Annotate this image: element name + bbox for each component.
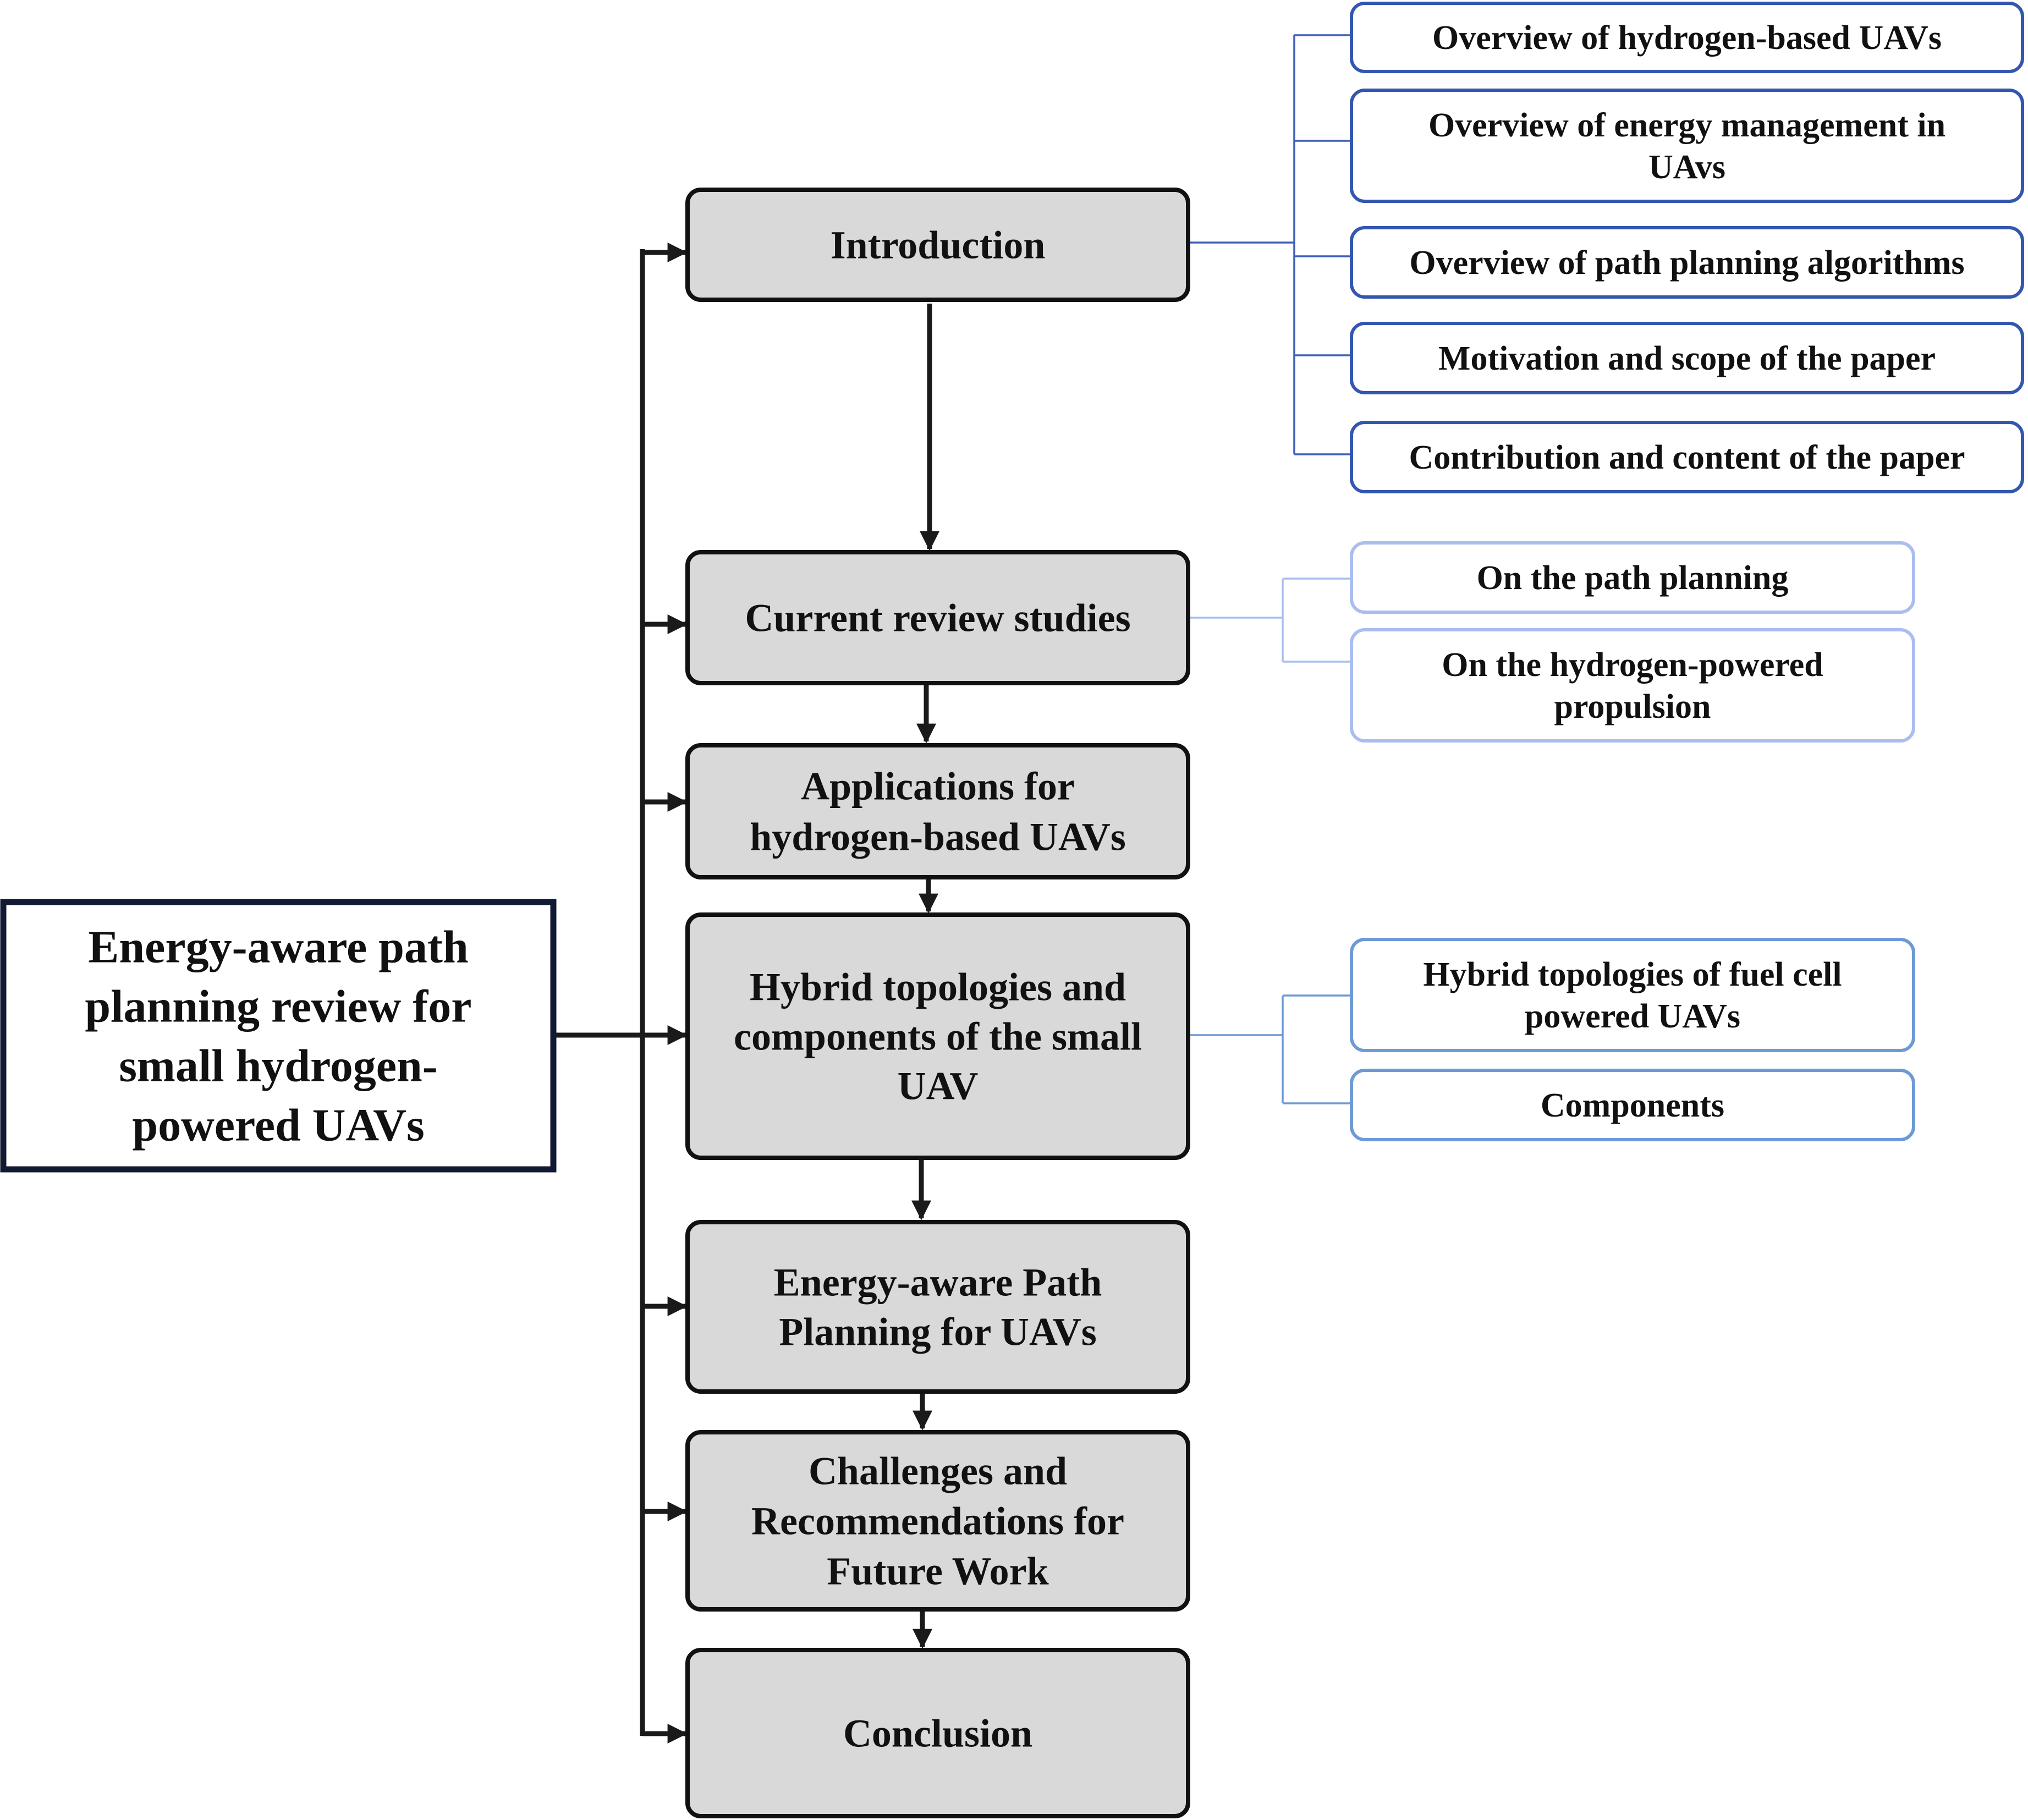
section-hybrid-topologies-label-line-1: Hybrid topologies and [750, 965, 1126, 1009]
section-current-review-studies-box [685, 550, 1190, 685]
intro-subsection-1: Overview of hydrogen-based UAVs [1350, 2, 2024, 73]
section-current-review-studies: Current review studies [685, 550, 1190, 685]
hybrid-subsection-1-box [1350, 938, 1915, 1052]
section-hybrid-topologies-box [685, 912, 1190, 1160]
hybrid-subsection-2: Components [1350, 1069, 1915, 1141]
section-conclusion-label-line-1: Conclusion [843, 1711, 1032, 1755]
section-conclusion-box [685, 1648, 1190, 1818]
hybrid-subsection-2-box [1350, 1069, 1915, 1141]
review-subsection-2-label-line-1: On the hydrogen-powered [1442, 646, 1823, 684]
intro-subsection-4: Motivation and scope of the paper [1350, 322, 2024, 394]
root-title-box-box [0, 899, 557, 1173]
intro-subsection-2-label-line-2: UAvs [1648, 149, 1725, 186]
section-challenges-label-line-2: Recommendations for [751, 1499, 1124, 1543]
section-energy-aware-path-planning-box [685, 1220, 1190, 1394]
section-challenges-label-line-1: Challenges and [809, 1449, 1067, 1493]
intro-subsection-5-box [1350, 421, 2024, 493]
section-hybrid-topologies-label-line-2: components of the small [734, 1014, 1142, 1058]
hybrid-subsection-1-label-line-2: powered UAVs [1525, 998, 1740, 1035]
review-subsection-1: On the path planning [1350, 541, 1915, 614]
section-challenges-box [685, 1430, 1190, 1612]
hybrid-subsection-1: Hybrid topologies of fuel cell powered UA… [1350, 938, 1915, 1052]
root-title-box-label-line-2: planning review for [85, 981, 471, 1032]
section-hybrid-topologies: Hybrid topologies and components of the s… [685, 912, 1190, 1160]
section-energy-aware-path-planning-label-line-1: Energy-aware Path [774, 1260, 1102, 1304]
intro-subsection-2-box [1350, 89, 2024, 203]
section-introduction-label-line-1: Introduction [831, 223, 1046, 267]
intro-subsection-1-label-line-1: Overview of hydrogen-based UAVs [1432, 19, 1942, 57]
section-introduction-box [685, 188, 1190, 302]
intro-subsection-4-box [1350, 322, 2024, 394]
review-subsection-1-box [1350, 541, 1915, 614]
review-subsection-2-box [1350, 628, 1915, 743]
connectors [553, 34, 1351, 1744]
hybrid-subsection-1-label-line-1: Hybrid topologies of fuel cell [1423, 956, 1842, 993]
review-subsection-1-label-line-1: On the path planning [1477, 559, 1789, 597]
hybrid-subsection-2-label-line-1: Components [1541, 1087, 1724, 1124]
section-energy-aware-path-planning-label-line-2: Planning for UAVs [779, 1310, 1096, 1354]
section-applications: Applications for hydrogen-based UAVs [685, 743, 1190, 879]
root-title-box-label-line-1: Energy-aware path [88, 922, 468, 973]
section-challenges-label-line-3: Future Work [827, 1549, 1048, 1593]
section-applications-box [685, 743, 1190, 879]
review-subsection-2: On the hydrogen-powered propulsion [1350, 628, 1915, 743]
review-subsection-2-label-line-2: propulsion [1554, 688, 1711, 725]
root-title-box: Energy-aware path planning review for smal… [0, 899, 557, 1173]
section-applications-label-line-2: hydrogen-based UAVs [750, 815, 1126, 859]
section-conclusion: Conclusion [685, 1648, 1190, 1818]
section-hybrid-topologies-label-line-3: UAV [898, 1064, 979, 1108]
section-current-review-studies-label-line-1: Current review studies [745, 596, 1130, 640]
intro-subsection-5-label-line-1: Contribution and content of the paper [1409, 439, 1965, 476]
intro-subsection-3-label-line-1: Overview of path planning algorithms [1409, 244, 1964, 282]
intro-subsection-3-box [1350, 226, 2024, 299]
root-title-box-label-line-3: small hydrogen- [119, 1041, 438, 1092]
intro-subsection-2-label-line-1: Overview of energy management in [1428, 107, 1945, 144]
intro-subsection-4-label-line-1: Motivation and scope of the paper [1438, 340, 1936, 377]
intro-subsection-3: Overview of path planning algorithms [1350, 226, 2024, 299]
section-applications-label-line-1: Applications for [801, 764, 1075, 808]
intro-subsection-2: Overview of energy management in UAvs [1350, 89, 2024, 203]
intro-subsection-5: Contribution and content of the paper [1350, 421, 2024, 493]
section-introduction: Introduction [685, 188, 1190, 302]
root-title-box-label-line-4: powered UAVs [132, 1100, 424, 1151]
intro-subsection-1-box [1350, 2, 2024, 73]
